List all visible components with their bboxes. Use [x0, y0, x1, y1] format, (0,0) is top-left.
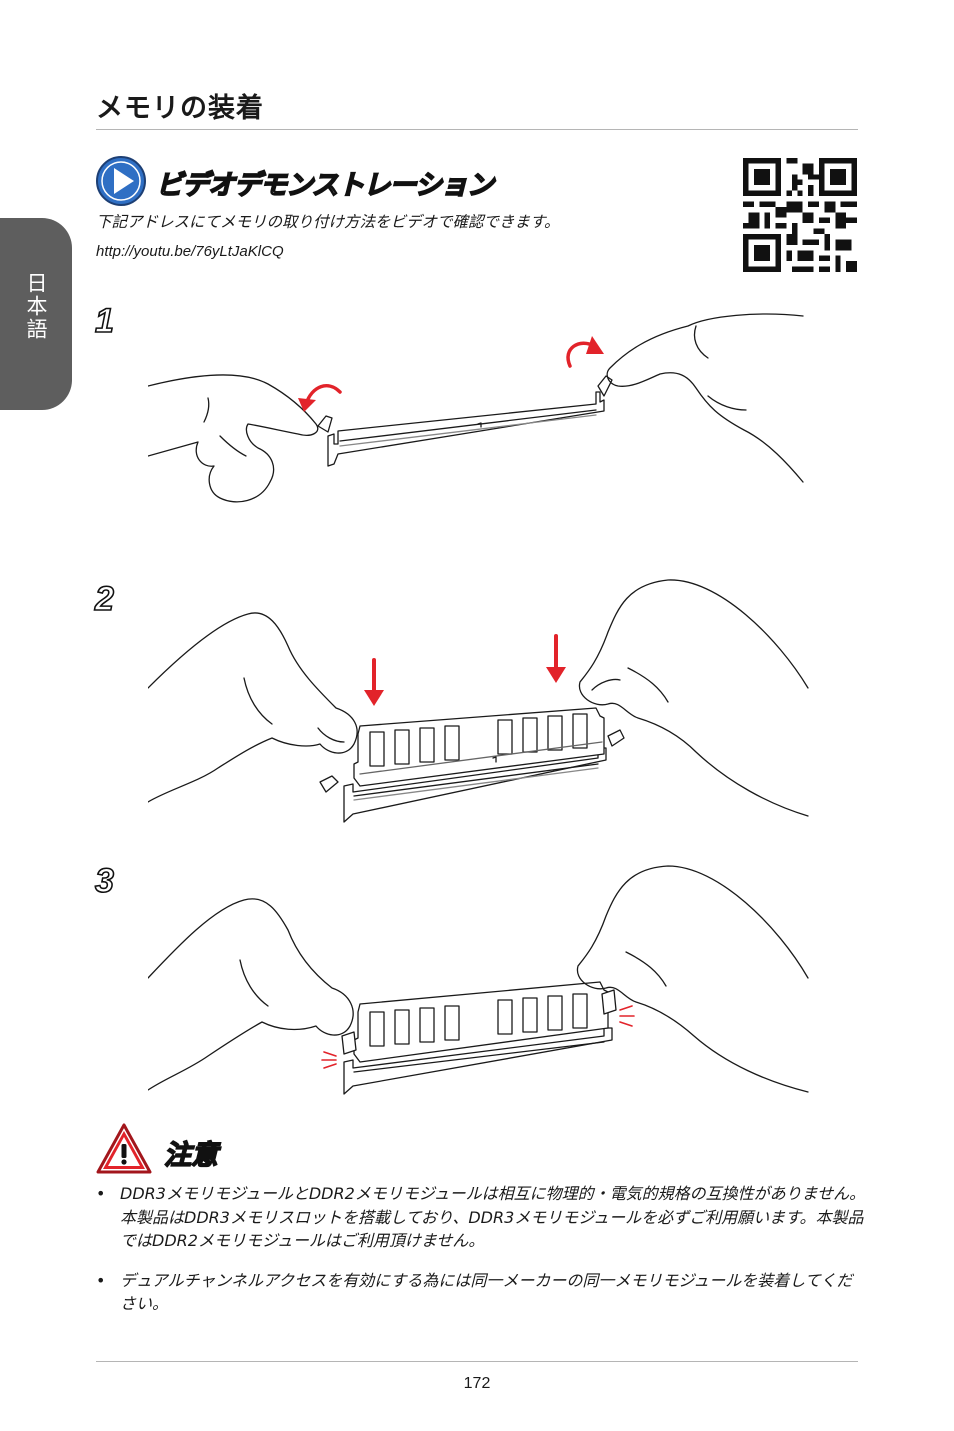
step1-open-clips-illustration	[148, 313, 804, 503]
video-heading: ビデオデモンストレーション	[155, 169, 495, 202]
bullet: •	[96, 1184, 106, 1203]
caution-heading: 注意	[163, 1139, 219, 1172]
step-number: 2	[94, 579, 115, 619]
caution-text: デュアルチャンネルアクセスを有効にする為には同一メーカーの同一メモリモジュールを…	[120, 1270, 853, 1314]
language-tab-label-wrap: 日本語	[0, 272, 72, 341]
language-tab-label: 日本語	[24, 272, 48, 341]
step-number: 3	[94, 861, 115, 901]
play-circle-icon	[96, 156, 146, 206]
list-item: • DDR3メモリモジュールとDDR2メモリモジュールは相互に物理的・電気的規格…	[96, 1182, 866, 1253]
page-title: メモリの装着	[96, 93, 264, 124]
qr-code-icon	[743, 158, 857, 272]
warning-triangle-icon	[96, 1123, 152, 1174]
step2-insert-module-illustration	[148, 579, 809, 823]
bullet: •	[96, 1270, 106, 1290]
caution-text: DDR3メモリモジュールとDDR2メモリモジュールは相互に物理的・電気的規格の互…	[120, 1184, 866, 1250]
video-description: 下記アドレスにてメモリの取り付け方法をビデオで確認できます。	[96, 213, 560, 231]
title-divider	[96, 129, 858, 130]
language-side-tab	[0, 218, 72, 410]
list-item: • デュアルチャンネルアクセスを有効にする為には同一メーカーの同一メモリモジュー…	[96, 1269, 866, 1316]
step-number: 1	[94, 301, 115, 341]
footer-divider	[96, 1361, 858, 1362]
caution-list: • DDR3メモリモジュールとDDR2メモリモジュールは相互に物理的・電気的規格…	[96, 1182, 866, 1332]
step3-lock-module-illustration	[148, 865, 809, 1095]
video-link[interactable]: http://youtu.be/76yLtJaKlCQ	[96, 243, 284, 260]
page-number: 172	[463, 1375, 491, 1392]
